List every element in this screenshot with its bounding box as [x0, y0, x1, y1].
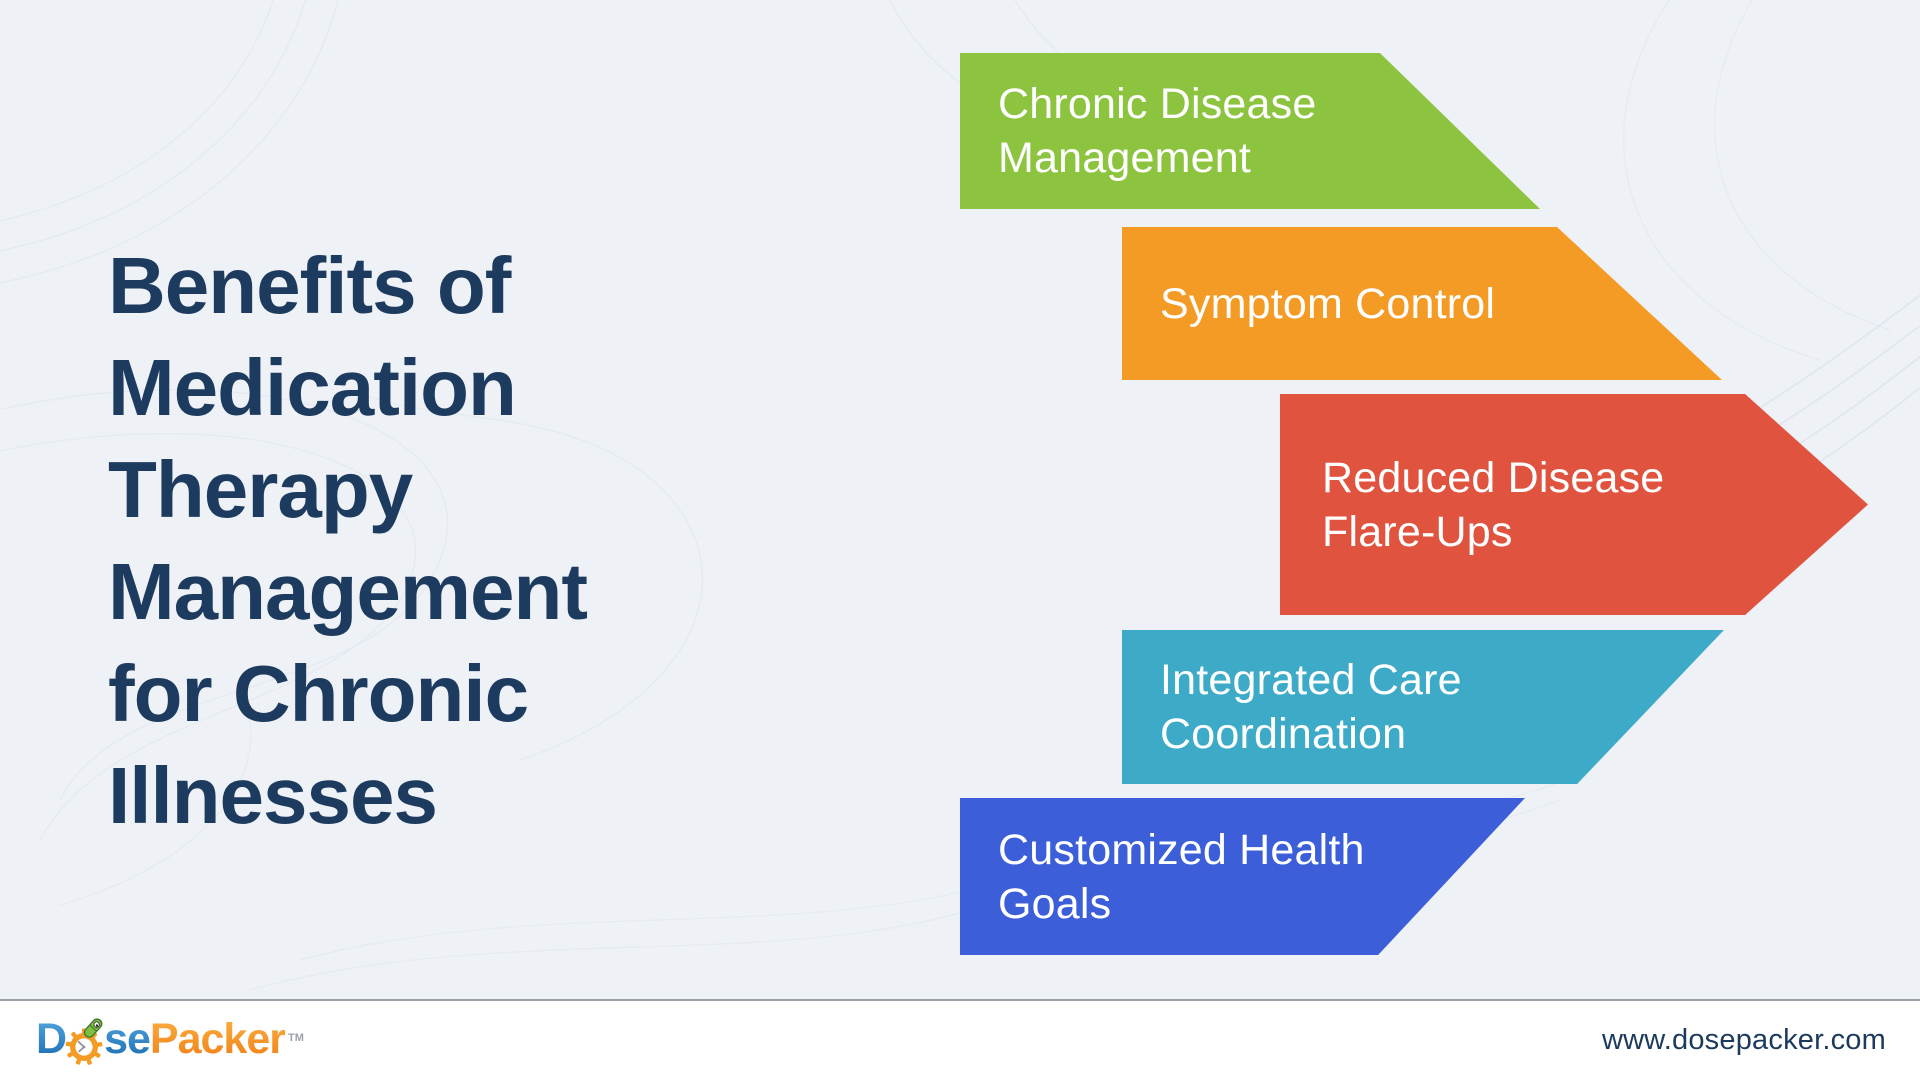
banner-label-line: Flare-Ups	[1322, 507, 1513, 556]
title-line: for Chronic	[108, 649, 529, 738]
logo-text-packer: Packer	[149, 1015, 286, 1063]
footer	[0, 999, 1920, 1080]
banner-reduced-disease-flare-ups: Reduced Disease Flare-Ups	[1280, 394, 1868, 615]
logo-text-d: D	[36, 1015, 67, 1063]
website-url: www.dosepacker.com	[1601, 1024, 1886, 1056]
banner-label-line: Chronic Disease	[998, 80, 1317, 128]
banner-label-line: Integrated Care	[1160, 656, 1462, 704]
banner-label-line: Goals	[998, 879, 1112, 928]
banner-symptom-control: Symptom Control	[1122, 227, 1722, 380]
title-line: Management	[108, 547, 588, 636]
banner-label-line: Customized Health	[998, 825, 1365, 874]
banner-chronic-disease-management: Chronic Disease Management	[960, 53, 1540, 209]
title-line: Illnesses	[108, 751, 438, 840]
banner-label-line: Coordination	[1160, 710, 1407, 758]
banner-label-line: Symptom Control	[1160, 279, 1496, 328]
title-line: Medication	[108, 343, 517, 432]
logo-text-se: se	[104, 1015, 151, 1063]
banner-customized-health-goals: Customized Health Goals	[960, 798, 1525, 955]
page-title: Benefits of Medication Therapy Managemen…	[108, 235, 588, 847]
banner-label-line: Reduced Disease	[1322, 453, 1665, 502]
dosepacker-logo: D se	[36, 1012, 304, 1065]
gear-clock-pill-icon	[65, 1018, 103, 1065]
title-line: Therapy	[108, 445, 413, 534]
title-line: Benefits of	[108, 241, 511, 330]
trademark-symbol: TM	[287, 1032, 304, 1044]
banner-label-line: Management	[998, 134, 1251, 182]
banner-integrated-care-coordination: Integrated Care Coordination	[1122, 630, 1724, 784]
